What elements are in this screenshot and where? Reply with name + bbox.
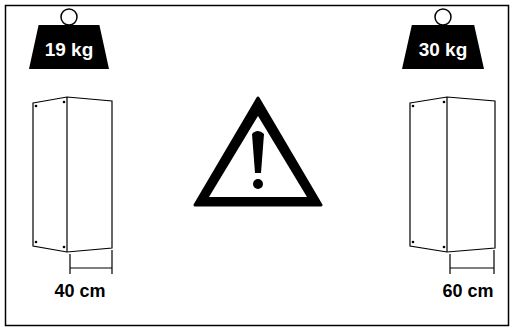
weight-icon: 19 kg: [29, 25, 109, 69]
weight-value: 30 kg: [419, 36, 468, 59]
cabinet-dots: [35, 101, 66, 249]
warning-triangle: [195, 98, 321, 205]
frame-border: [6, 6, 509, 326]
weight-icon: 30 kg: [402, 25, 484, 69]
weight-ring: [435, 9, 451, 25]
cabinet-dots: [412, 101, 446, 249]
weight-ring: [61, 9, 77, 25]
dimension-label: 60 cm: [442, 282, 493, 300]
cabinet-wide: [410, 97, 495, 274]
cabinet-narrow: [33, 97, 112, 274]
dimension-label: 40 cm: [54, 282, 105, 300]
weight-value: 19 kg: [45, 36, 94, 59]
